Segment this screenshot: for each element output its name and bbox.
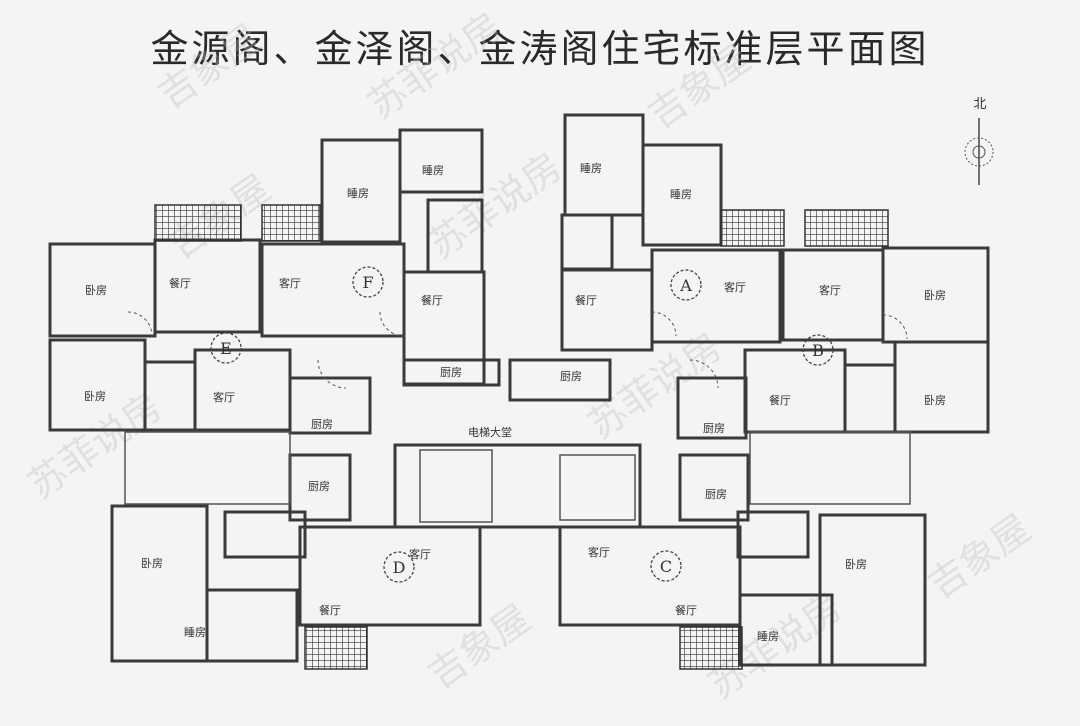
unit-label: A [679,276,692,295]
north-compass-icon: 北 [964,97,994,185]
room-label: 卧房 [845,558,867,571]
room-label: 卧房 [85,284,107,297]
watermarks: 吉象屋 苏菲说房 吉象屋 苏菲说房 吉象屋 苏菲说房 苏菲说房 吉象屋 吉象屋 … [20,4,1039,707]
unit-b: 客厅 卧房 卧房 餐厅 厨房 B [703,283,946,435]
room-label: 睡房 [347,187,369,200]
room-label: 餐厅 [421,293,443,307]
elevator-lobby-label: 电梯大堂 [468,425,512,439]
room-label: 厨房 [703,422,725,435]
room-label: 卧房 [84,390,106,403]
plan-title: 金源阁、金泽阁、金涛阁住宅标准层平面图 [150,27,930,71]
unit-e: 卧房 餐厅 卧房 客厅 厨房 E [84,276,333,431]
north-label: 北 [973,97,986,112]
room-label: 客厅 [724,280,746,294]
room-label: 卧房 [924,394,946,407]
watermark: 吉象屋 [150,16,269,117]
room-label: 厨房 [705,488,727,501]
room-label: 睡房 [670,188,692,201]
room-label: 睡房 [184,626,206,639]
room-label: 卧房 [924,289,946,302]
unit-a: 睡房 睡房 餐厅 客厅 厨房 A [560,162,746,383]
unit-label: E [220,339,232,358]
watermark: 苏菲说房 [420,144,570,267]
unit-d: 卧房 客厅 餐厅 睡房 厨房 D [141,480,431,639]
room-label: 客厅 [279,276,301,290]
unit-f: 睡房 睡房 客厅 餐厅 厨房 F [279,164,462,379]
room-label: 厨房 [308,480,330,493]
room-label: 睡房 [580,162,602,175]
room-label: 客厅 [409,547,431,561]
room-label: 卧房 [141,557,163,570]
room-label: 餐厅 [319,603,341,617]
room-label: 睡房 [422,164,444,177]
room-label: 餐厅 [769,393,791,407]
watermark: 吉象屋 [640,36,759,137]
watermark: 吉象屋 [920,506,1039,607]
room-label: 客厅 [588,545,610,559]
room-label: 餐厅 [575,293,597,307]
room-label: 客厅 [213,390,235,404]
unit-label: B [812,341,824,360]
room-label: 餐厅 [675,603,697,617]
room-label: 餐厅 [169,276,191,290]
unit-c: 客厅 餐厅 卧房 睡房 厨房 C [588,488,867,643]
unit-label: F [362,273,373,292]
walls [48,113,990,670]
watermark: 苏菲说房 [360,4,510,127]
room-label: 厨房 [440,366,462,379]
unit-label: C [660,557,672,576]
room-label: 客厅 [819,283,841,297]
room-label: 睡房 [757,630,779,643]
room-label: 厨房 [560,370,582,383]
room-label: 厨房 [311,418,333,431]
unit-label: D [393,558,406,577]
